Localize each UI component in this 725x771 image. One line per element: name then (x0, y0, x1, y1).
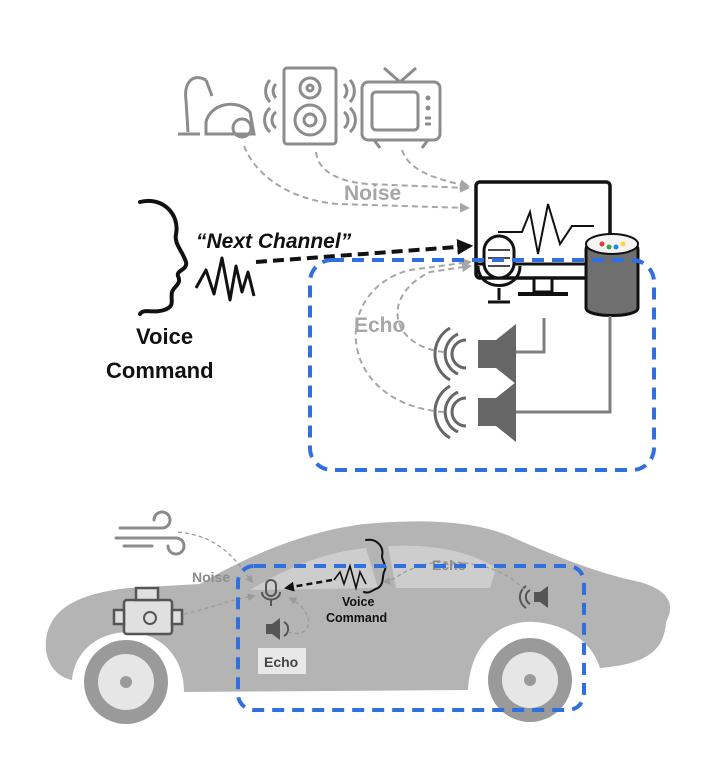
voice-waveform (194, 256, 256, 302)
smart-speaker-icon (584, 233, 640, 317)
speaker-icon (433, 324, 516, 384)
speaker-icon (519, 585, 548, 609)
loudspeaker-icon (263, 66, 357, 146)
echo-arrows (354, 258, 472, 413)
vacuum-cleaner-icon (178, 76, 256, 139)
device-boundary (308, 258, 656, 472)
head-profile-icon (138, 198, 189, 316)
echo-label: Echo (354, 314, 405, 337)
car-voice-label-line1: Voice (342, 595, 374, 609)
noise-label: Noise (344, 182, 401, 205)
car-echo-label-top: Echo (432, 557, 466, 573)
command-arrow (255, 238, 474, 264)
noise-arrows (243, 145, 470, 213)
speaker-icon (266, 618, 290, 640)
microphone-icon (261, 579, 281, 606)
car-voice-label-line2: Command (326, 611, 387, 625)
voice-label-line1: Voice (136, 324, 193, 349)
cabin-boundary (236, 564, 586, 712)
microphone-icon (476, 234, 522, 304)
wind-icon (114, 510, 186, 556)
head-profile-icon (363, 538, 387, 594)
engine-icon (112, 586, 184, 636)
speaker-icon (433, 382, 516, 442)
car-echo-label-bottom: Echo (264, 654, 298, 670)
command-quote: “Next Channel” (196, 230, 352, 253)
television-icon (360, 66, 442, 149)
car-voice-waveform (333, 563, 367, 592)
voice-label-line2: Command (106, 358, 214, 383)
car-noise-label: Noise (192, 569, 230, 585)
